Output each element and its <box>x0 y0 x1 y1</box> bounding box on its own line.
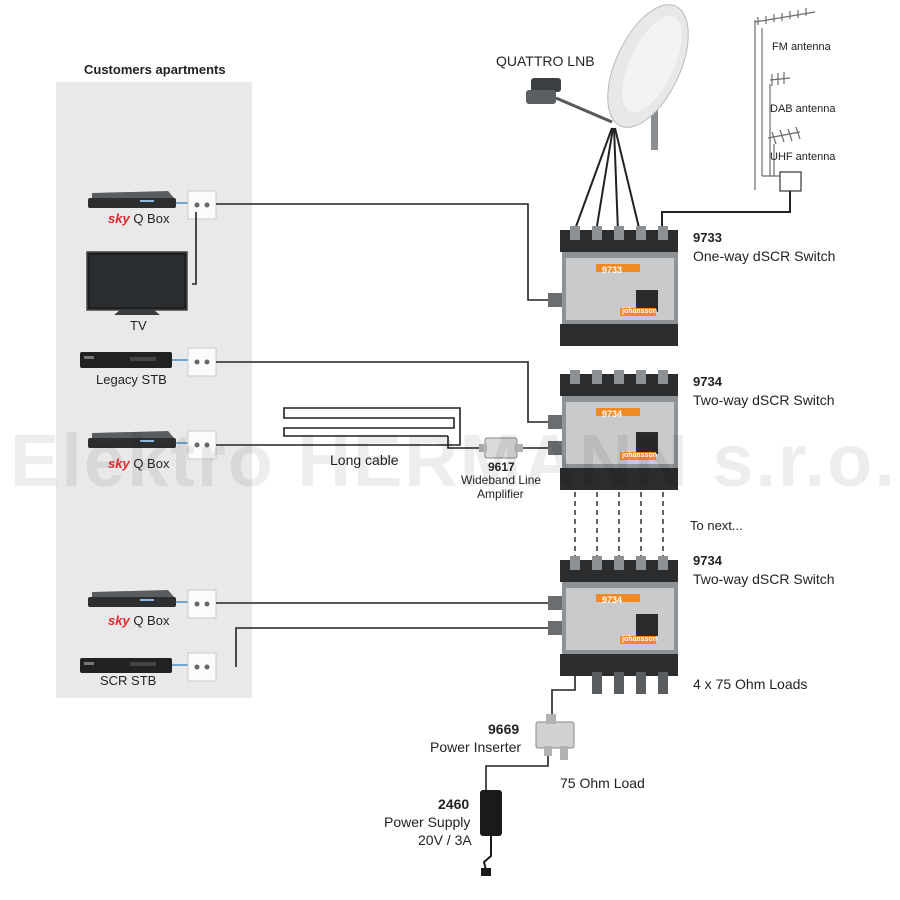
lnb-cables <box>573 127 641 233</box>
amplifier-code: 9617 <box>488 460 515 474</box>
switch-9733-icon <box>548 226 678 346</box>
switch-9734-a-icon <box>548 370 678 490</box>
switch-1-name: One-way dSCR Switch <box>693 248 836 264</box>
power-inserter-icon <box>535 714 575 760</box>
trunk-cable <box>551 676 576 722</box>
switch-2-face-code: 9734 <box>602 409 623 419</box>
power-inserter-code: 9669 <box>488 721 520 737</box>
switch-2-code: 9734 <box>693 374 722 389</box>
power-supply-spec: 20V / 3A <box>418 832 472 848</box>
subscriber-cables <box>192 203 548 667</box>
switch-3-face-code: 9734 <box>602 595 623 605</box>
skyq-box-1-label: sky Q Box <box>108 211 169 226</box>
fm-antenna-label: FM antenna <box>772 41 831 53</box>
switch-2-name: Two-way dSCR Switch <box>693 392 835 408</box>
switch-1-brand: johansson <box>622 308 658 315</box>
skyq-box-1-icon <box>88 191 176 208</box>
power-supply-name: Power Supply <box>384 814 471 830</box>
antenna-mast-icon <box>754 8 816 190</box>
wideband-amplifier-icon <box>479 437 523 459</box>
socket-ports <box>194 202 210 670</box>
quattro-lnb-label: QUATTRO LNB <box>496 53 595 69</box>
switch-1-code: 9733 <box>693 230 722 245</box>
load-single-label: 75 Ohm Load <box>560 775 645 791</box>
switch-2-brand: johansson <box>622 452 658 459</box>
power-supply-code: 2460 <box>438 796 470 812</box>
to-next-dashed-links <box>574 492 664 556</box>
skyq-box-2-text: Q Box <box>133 456 170 471</box>
legacy-stb-icon <box>80 352 172 368</box>
loads-label: 4 x 75 Ohm Loads <box>693 676 808 692</box>
tv-label: TV <box>130 318 147 333</box>
scr-stb-label: SCR STB <box>100 673 157 688</box>
skyq-box-2-icon <box>88 431 176 448</box>
sky-brand: sky <box>108 211 130 226</box>
uhf-antenna-label: UHF antenna <box>770 151 836 163</box>
amplifier-line1: Wideband Line <box>461 473 542 487</box>
power-supply-icon <box>480 790 502 876</box>
power-inserter-name: Power Inserter <box>430 739 522 755</box>
tv-icon <box>86 251 188 315</box>
legacy-stb-label: Legacy STB <box>96 372 167 387</box>
skyq-box-1-text: Q Box <box>133 211 170 226</box>
switch-1-face-code: 9733 <box>602 265 623 275</box>
switch-3-name: Two-way dSCR Switch <box>693 571 835 587</box>
customers-title: Customers apartments <box>84 62 226 77</box>
scr-stb-icon <box>80 658 172 673</box>
skyq-box-2-label: sky Q Box <box>108 456 169 471</box>
skyq-box-3-text: Q Box <box>133 613 170 628</box>
switch-9734-b-icon <box>548 556 678 694</box>
sky-brand: sky <box>108 613 130 628</box>
terrestrial-cable <box>661 191 791 232</box>
power-cable <box>485 756 549 790</box>
skyq-box-3-icon <box>88 590 176 607</box>
switch-3-brand: johansson <box>622 636 658 643</box>
wall-socket-icons <box>187 190 217 682</box>
watermark: Elektro HERMANN s.r.o. <box>10 419 897 502</box>
skyq-box-3-label: sky Q Box <box>108 613 169 628</box>
satellite-dish-icon <box>526 4 689 150</box>
sky-brand: sky <box>108 456 130 471</box>
to-next-label: To next... <box>690 518 743 533</box>
diplexer-box <box>779 171 802 192</box>
dab-antenna-label: DAB antenna <box>770 103 836 115</box>
switch-3-code: 9734 <box>693 553 722 568</box>
amplifier-line2: Amplifier <box>477 487 524 501</box>
long-cable-label: Long cable <box>330 452 399 468</box>
